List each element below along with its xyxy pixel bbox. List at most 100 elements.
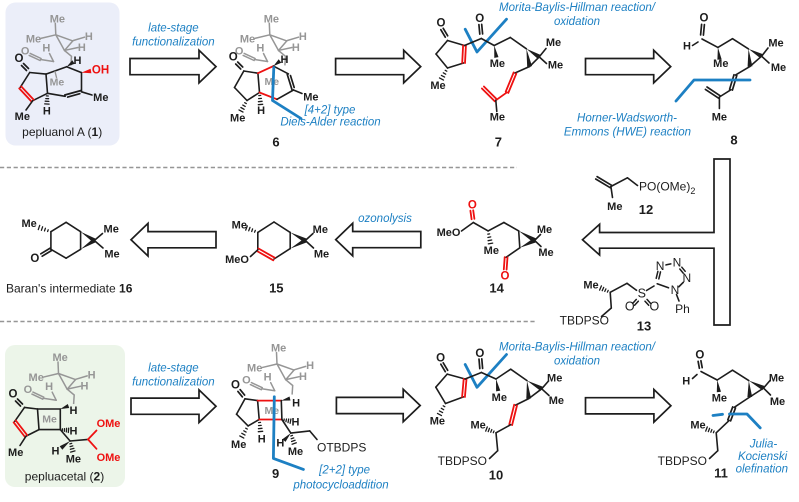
svg-text:pepluacetal (2): pepluacetal (2) — [25, 470, 104, 484]
svg-text:late-stage: late-stage — [148, 23, 199, 35]
svg-text:O: O — [625, 299, 635, 313]
svg-text:Kocienski: Kocienski — [738, 451, 788, 463]
svg-text:Me: Me — [230, 113, 245, 125]
svg-text:Me: Me — [42, 413, 57, 425]
svg-text:oxidation: oxidation — [554, 356, 600, 368]
svg-text:OTBDPS: OTBDPS — [317, 440, 366, 454]
svg-text:Me: Me — [490, 58, 505, 70]
svg-text:H: H — [299, 31, 307, 43]
svg-text:Me: Me — [490, 112, 505, 124]
svg-text:Morita-Baylis-Hillman reaction: Morita-Baylis-Hillman reaction/ — [499, 342, 657, 354]
svg-text:Baran's intermediate 16: Baran's intermediate 16 — [6, 282, 133, 296]
svg-text:Me: Me — [712, 112, 727, 124]
svg-text:9: 9 — [272, 466, 279, 481]
svg-text:Diels-Alder reaction: Diels-Alder reaction — [280, 117, 380, 129]
svg-text:MeO: MeO — [437, 227, 461, 239]
svg-text:TBDPSO: TBDPSO — [658, 454, 707, 468]
svg-text:H: H — [299, 371, 307, 383]
svg-text:H: H — [70, 425, 78, 437]
svg-text:Morita-Baylis-Hillman reaction: Morita-Baylis-Hillman reaction/ — [499, 2, 657, 14]
svg-text:H: H — [42, 43, 50, 55]
svg-text:Me: Me — [712, 393, 727, 405]
svg-text:O: O — [700, 13, 709, 25]
svg-text:H: H — [81, 381, 89, 393]
svg-text:H: H — [306, 360, 314, 372]
svg-text:12: 12 — [639, 202, 653, 217]
svg-text:OH: OH — [92, 65, 109, 77]
svg-text:O: O — [468, 200, 477, 212]
svg-text:Me: Me — [26, 34, 41, 46]
svg-text:Me: Me — [470, 420, 485, 432]
svg-text:Me: Me — [303, 92, 318, 104]
svg-text:H: H — [43, 106, 51, 118]
svg-text:oxidation: oxidation — [554, 16, 600, 28]
svg-text:photocycloaddition: photocycloaddition — [292, 480, 388, 492]
svg-text:Me: Me — [240, 34, 255, 46]
svg-text:14: 14 — [489, 281, 504, 296]
svg-text:O: O — [650, 299, 660, 313]
svg-text:7: 7 — [495, 135, 502, 150]
svg-text:OMe: OMe — [97, 418, 121, 430]
svg-text:O: O — [30, 253, 39, 265]
svg-text:O: O — [695, 350, 704, 362]
svg-text:O: O — [229, 52, 238, 64]
svg-text:O: O — [475, 348, 484, 360]
svg-text:Me: Me — [66, 453, 81, 465]
svg-text:8: 8 — [730, 133, 737, 148]
svg-text:olefination: olefination — [736, 464, 788, 476]
svg-text:H: H — [258, 434, 266, 446]
svg-text:H: H — [683, 41, 691, 53]
svg-text:pepluanol A (1): pepluanol A (1) — [22, 125, 102, 139]
svg-text:H: H — [70, 405, 78, 417]
svg-text:Me: Me — [713, 58, 728, 70]
svg-text:H: H — [88, 370, 96, 382]
svg-text:Horner-Wadsworth-: Horner-Wadsworth- — [577, 113, 677, 125]
svg-text:Me: Me — [548, 60, 563, 72]
svg-text:Me: Me — [430, 80, 445, 92]
svg-text:N: N — [673, 256, 682, 270]
svg-text:Me: Me — [231, 439, 246, 451]
svg-text:Me: Me — [538, 247, 553, 259]
svg-text:H: H — [78, 42, 86, 54]
svg-text:13: 13 — [637, 319, 651, 334]
svg-text:OMe: OMe — [97, 452, 121, 464]
svg-text:[2+2] type: [2+2] type — [318, 465, 370, 477]
svg-text:ozonolysis: ozonolysis — [358, 213, 412, 225]
svg-text:Me: Me — [29, 372, 44, 384]
svg-text:Me: Me — [264, 13, 279, 25]
svg-text:S: S — [638, 287, 646, 301]
svg-text:H: H — [45, 381, 53, 393]
svg-text:Me: Me — [313, 224, 328, 236]
svg-text:Me: Me — [265, 405, 280, 417]
svg-text:Me: Me — [769, 372, 784, 384]
svg-text:H: H — [85, 31, 93, 43]
svg-text:O: O — [15, 53, 24, 65]
svg-text:H: H — [52, 446, 60, 458]
svg-text:Me: Me — [8, 447, 23, 459]
svg-text:Ph: Ph — [675, 302, 690, 316]
svg-text:Me: Me — [314, 248, 329, 260]
svg-text:functionalization: functionalization — [132, 37, 214, 49]
svg-text:H: H — [292, 416, 300, 428]
svg-text:Me: Me — [770, 396, 785, 408]
svg-text:Me: Me — [50, 77, 65, 89]
svg-text:6: 6 — [272, 135, 279, 150]
svg-text:Me: Me — [271, 343, 286, 355]
svg-text:Me: Me — [607, 201, 622, 213]
svg-text:Me: Me — [50, 13, 65, 25]
svg-text:11: 11 — [714, 466, 728, 481]
svg-text:H: H — [276, 438, 284, 450]
svg-text:TBDPSO: TBDPSO — [560, 314, 609, 328]
svg-text:O: O — [475, 13, 484, 25]
svg-text:Emmons (HWE) reaction: Emmons (HWE) reaction — [564, 127, 691, 139]
svg-text:O: O — [437, 18, 446, 30]
svg-text:H: H — [74, 55, 82, 67]
svg-text:Me: Me — [93, 92, 108, 104]
svg-text:Me: Me — [21, 218, 36, 230]
svg-text:H: H — [257, 105, 265, 117]
svg-text:H: H — [256, 43, 264, 55]
svg-text:Me: Me — [537, 224, 552, 236]
svg-text:Me: Me — [547, 372, 562, 384]
svg-text:H: H — [292, 398, 300, 410]
svg-text:O: O — [231, 379, 240, 391]
